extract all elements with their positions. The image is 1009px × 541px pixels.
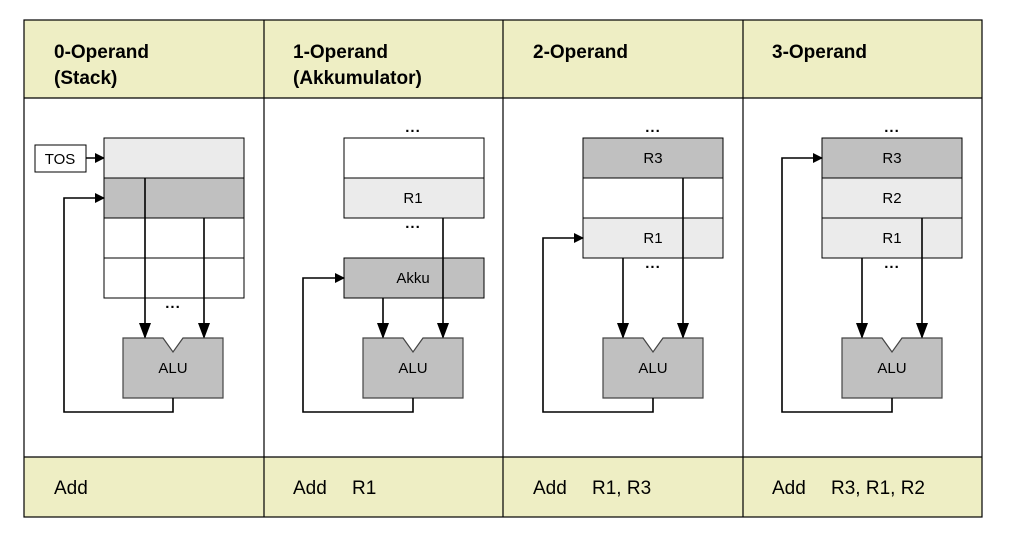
register-r3-label: R3 (882, 150, 901, 167)
header-2-line1: 2-Operand (533, 42, 628, 63)
ellipsis: ... (405, 215, 421, 232)
alu-label: ALU (877, 360, 906, 377)
result-feedback-arrow (542, 233, 654, 413)
alu-block (602, 337, 704, 399)
akku-label: Akku (396, 270, 429, 287)
alu-block (841, 337, 943, 399)
header-1-line2: (Akkumulator) (293, 68, 422, 89)
operands-2: R1, R3 (592, 478, 651, 499)
register-r1-label: R1 (882, 230, 901, 247)
header-0-line1: 0-Operand (54, 42, 149, 63)
register-r1 (582, 217, 724, 259)
accumulator-diagram: ... R1 ... Akku ALU (302, 119, 485, 413)
result-feedback-arrow (781, 153, 893, 413)
akku-register (343, 257, 485, 299)
stack-cell-2 (103, 177, 245, 219)
ellipsis: ... (165, 295, 181, 312)
alu-block (122, 337, 224, 399)
header-0-line2: (Stack) (54, 68, 117, 89)
instruction-2: Add (533, 478, 567, 499)
three-operand-diagram: ... R3 R2 R1 ... ALU (781, 119, 963, 413)
instruction-1: Add (293, 478, 327, 499)
register-r1 (821, 217, 963, 259)
result-feedback-arrow (302, 273, 414, 413)
register-r2 (821, 177, 963, 219)
register-r3 (582, 137, 724, 179)
register-r1-label: R1 (643, 230, 662, 247)
register-r1-label: R1 (403, 190, 422, 207)
stack-cell-4 (103, 257, 245, 299)
operands-3: R3, R1, R2 (831, 478, 925, 499)
instruction-0: Add (54, 478, 88, 499)
register-r3-label: R3 (643, 150, 662, 167)
operands-1: R1 (352, 478, 376, 499)
header-3-line1: 3-Operand (772, 42, 867, 63)
alu-label: ALU (158, 360, 187, 377)
ellipsis: ... (645, 119, 661, 136)
ellipsis: ... (405, 119, 421, 136)
stack-diagram: TOS ... ALU (34, 137, 245, 413)
alu-block (362, 337, 464, 399)
instruction-3: Add (772, 478, 806, 499)
register-r1 (343, 177, 485, 219)
ellipsis: ... (645, 255, 661, 272)
register-r2-label: R2 (882, 190, 901, 207)
result-feedback-arrow (63, 193, 174, 413)
stack-cell-top (103, 137, 245, 179)
stack-cell-3 (103, 217, 245, 259)
alu-label: ALU (398, 360, 427, 377)
header-1-line1: 1-Operand (293, 42, 388, 63)
ellipsis: ... (884, 119, 900, 136)
register-empty (582, 177, 724, 219)
alu-label: ALU (638, 360, 667, 377)
table-grid (23, 19, 983, 518)
tos-box (34, 144, 87, 173)
two-operand-diagram: ... R3 R1 ... ALU (542, 119, 724, 413)
ellipsis: ... (884, 255, 900, 272)
tos-label: TOS (45, 151, 76, 168)
register-empty (343, 137, 485, 179)
